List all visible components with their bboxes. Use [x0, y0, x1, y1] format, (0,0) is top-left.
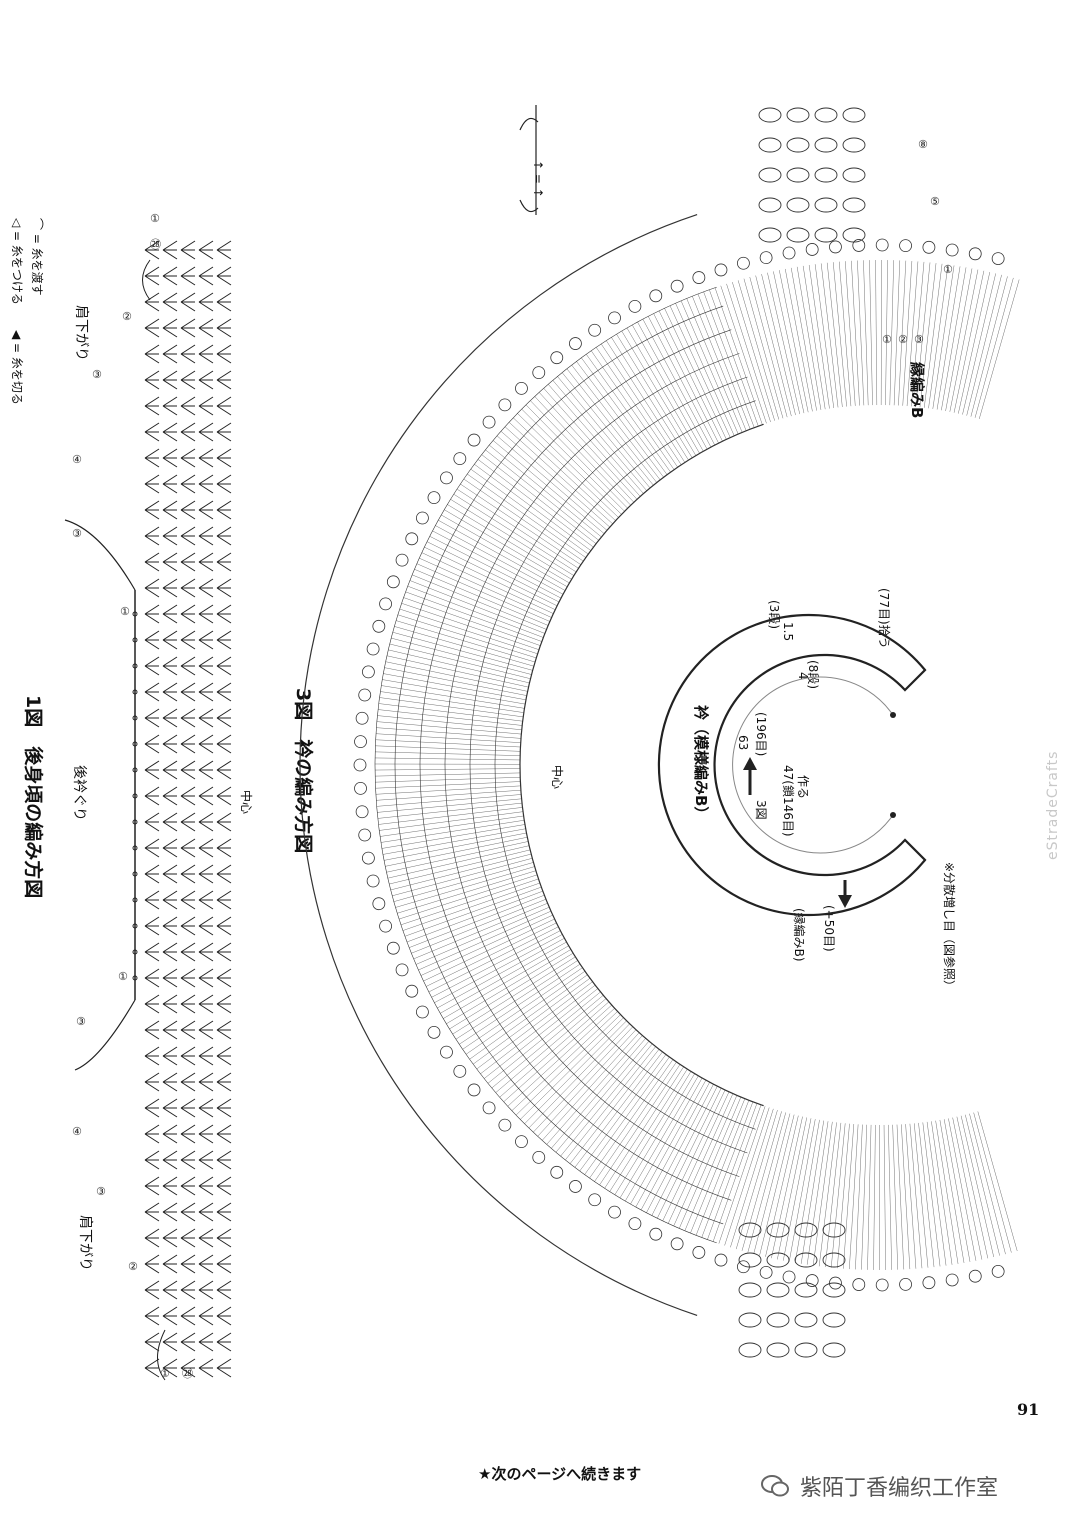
continue-note: ★次のページへ続きます	[478, 1465, 642, 1483]
row-marker: ③	[96, 1185, 106, 1198]
schematic-point-bottom	[890, 812, 896, 818]
edge-row-marker: ⑤	[930, 195, 940, 208]
schematic-arrowhead-down	[838, 895, 852, 908]
row-marker: ②	[128, 1260, 138, 1273]
collar-schematic	[657, 613, 927, 917]
edge-row-marker: ①	[943, 263, 953, 276]
bracket-row-marker: ③	[914, 333, 924, 346]
row-marker: ①	[150, 212, 160, 225]
row-marker: ③	[92, 368, 102, 381]
wechat-icon	[760, 1473, 790, 1499]
back-body-chart	[64, 240, 232, 1381]
row-marker: ③	[72, 527, 82, 540]
row-marker: ①	[118, 970, 128, 983]
row-marker: ①	[120, 605, 130, 618]
bracket-row-marker: ②	[898, 333, 908, 346]
schematic-point-top	[890, 712, 896, 718]
row-marker: ㉘	[182, 1367, 193, 1380]
row-marker: ④	[72, 453, 82, 466]
collar-chart	[299, 107, 1020, 1358]
schematic-inner-line	[732, 676, 894, 854]
page-number: 91	[1017, 1400, 1040, 1419]
row-marker: ㉘	[150, 238, 161, 251]
row-marker: ①	[160, 1367, 170, 1380]
watermark-text: 紫陌丁香编织工作室	[800, 1476, 999, 1501]
top-symbol-icon	[519, 105, 539, 215]
schematic-arrowhead-up	[743, 757, 757, 770]
schematic-c-shape	[657, 613, 927, 917]
row-marker: ③	[76, 1015, 86, 1028]
row-marker: ④	[72, 1125, 82, 1138]
edge-row-marker: ⑧	[918, 138, 928, 151]
bracket-row-marker: ①	[882, 333, 892, 346]
row-marker: ②	[122, 310, 132, 323]
